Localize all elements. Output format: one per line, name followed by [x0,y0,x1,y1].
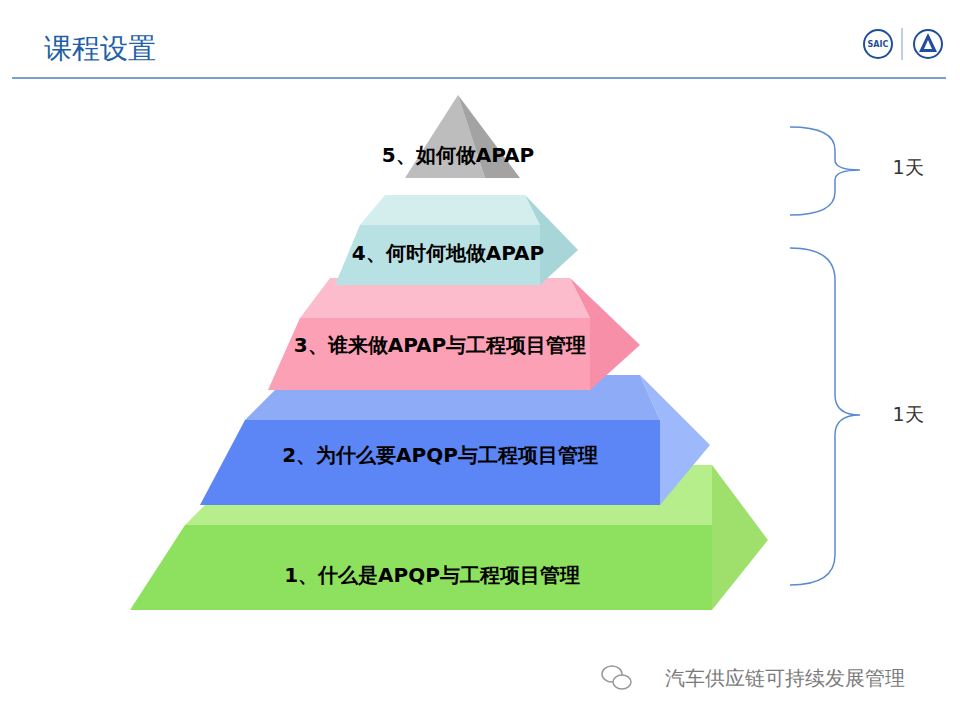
logo-divider [902,28,903,60]
layer-label: 3、谁来做APAP与工程项目管理 [294,332,586,359]
layer-face [245,375,660,420]
layer-face [360,195,540,225]
layer-face [712,465,768,610]
layer-face [185,465,712,525]
title-rule [12,77,946,79]
layer-face [130,525,712,610]
layer-face [300,278,590,318]
brand-emblem [914,30,942,58]
layer-shape [335,195,578,285]
duration-label: 1天 [892,155,923,181]
pyramid-layer: 5、如何做APAP [405,95,520,178]
day-bracket [790,248,860,585]
pyramid-layer: 3、谁来做APAP与工程项目管理 [268,278,640,390]
brand-emblem-mark [919,33,937,52]
duration-label: 1天 [892,402,923,428]
logo-text: SAIC [868,40,889,49]
layer-label: 1、什么是APQP与工程项目管理 [284,562,580,589]
wechat-icon [602,666,631,689]
pyramid-layer: 2、为什么要APQP与工程项目管理 [200,375,710,505]
layer-label: 4、何时何地做APAP [352,240,544,267]
pyramid-layer: 4、何时何地做APAP [335,195,578,285]
saic-logo [864,30,892,58]
watermark: 汽车供应链可持续发展管理 [665,665,905,692]
layer-label: 5、如何做APAP [382,142,534,169]
layer-face [268,318,590,390]
slide-title: 课程设置 [44,30,156,68]
layer-label: 2、为什么要APQP与工程项目管理 [282,442,598,469]
day-bracket [790,127,860,215]
layer-face [200,420,660,505]
layer-shape [200,375,710,505]
